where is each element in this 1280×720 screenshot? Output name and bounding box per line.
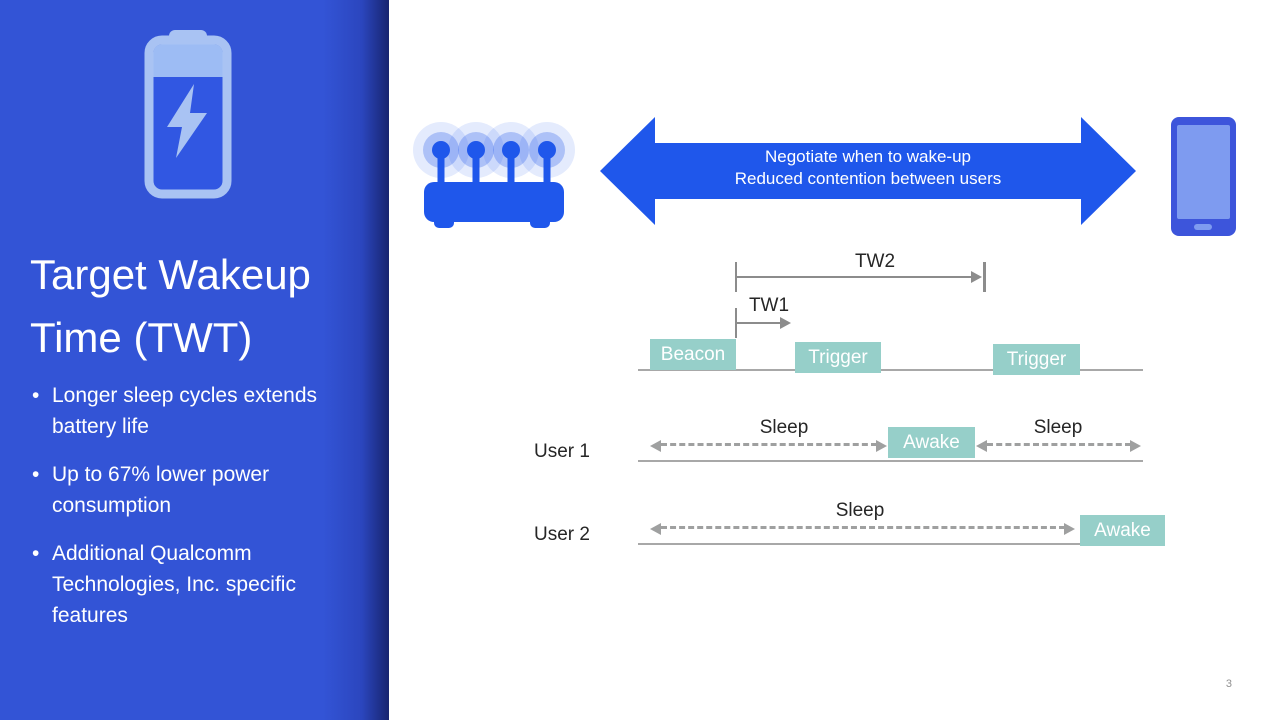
user2-sleep-label: Sleep <box>835 500 885 521</box>
user2-label: User 2 <box>534 524 590 545</box>
user2-baseline <box>638 543 1081 545</box>
ap-timeline-baseline <box>638 369 1143 371</box>
user1-sleep-left-label: Sleep <box>759 417 809 438</box>
banner-line2: Reduced contention between users <box>734 169 1002 188</box>
bullet-item-power-consumption: Up to 67% lower power consumption <box>30 459 360 521</box>
trigger-box-1: Trigger <box>795 342 881 373</box>
banner-text: Negotiate when to wake-up Reduced conten… <box>648 146 1088 190</box>
bullet-item-qualcomm-features: Additional Qualcomm Technologies, Inc. s… <box>30 538 360 631</box>
user2-sleep-arrowhead-icon <box>650 523 661 535</box>
wifi-router-icon <box>413 122 575 228</box>
tw2-arrowhead-icon <box>971 271 982 283</box>
user1-sleep-right-arrow <box>987 443 1131 446</box>
user1-sleep-right-label: Sleep <box>1033 417 1083 438</box>
user2-sleep-arrowhead2-icon <box>1064 523 1075 535</box>
bullet-list: Longer sleep cycles extends battery life… <box>30 380 360 648</box>
battery-charging-icon <box>144 30 232 199</box>
trigger-box-2: Trigger <box>993 344 1080 375</box>
user1-awake-box: Awake <box>888 427 975 458</box>
slide-title-line2: Time (TWT) <box>30 314 253 361</box>
page-number: 3 <box>1225 678 1232 690</box>
tw1-arrowhead-icon <box>780 317 791 329</box>
slide-title-line1: Target Wakeup <box>30 251 311 298</box>
user1-sleep-left-arrowhead2-icon <box>876 440 887 452</box>
user1-sleep-left-arrow <box>661 443 877 446</box>
user2-awake-box: Awake <box>1080 515 1165 546</box>
sidebar-panel: Target Wakeup Time (TWT) Longer sleep cy… <box>0 0 389 720</box>
user1-baseline <box>638 460 1143 462</box>
tw1-line <box>736 322 782 324</box>
tw2-right-tick <box>983 262 986 292</box>
user2-sleep-arrow <box>661 526 1065 529</box>
user1-sleep-right-arrowhead2-icon <box>1130 440 1141 452</box>
smartphone-icon <box>1171 117 1236 236</box>
user1-sleep-left-arrowhead-icon <box>650 440 661 452</box>
lightning-bolt-icon <box>167 84 207 158</box>
slide-title: Target Wakeup Time (TWT) <box>30 243 380 369</box>
router-body <box>424 182 564 228</box>
banner-line1: Negotiate when to wake-up <box>764 147 972 166</box>
user1-label: User 1 <box>534 441 590 462</box>
negotiation-double-arrow <box>600 117 1136 225</box>
user1-sleep-right-arrowhead-icon <box>976 440 987 452</box>
tw2-line <box>736 276 976 278</box>
tw2-left-tick <box>735 262 737 292</box>
bullet-item-battery-life: Longer sleep cycles extends battery life <box>30 380 360 442</box>
tw1-label: TW1 <box>748 295 790 316</box>
tw2-label: TW2 <box>854 251 896 272</box>
antennas <box>432 141 556 190</box>
smartphone-screen <box>1177 125 1230 219</box>
beacon-box: Beacon <box>650 339 736 370</box>
smartphone-homebar <box>1194 224 1212 230</box>
